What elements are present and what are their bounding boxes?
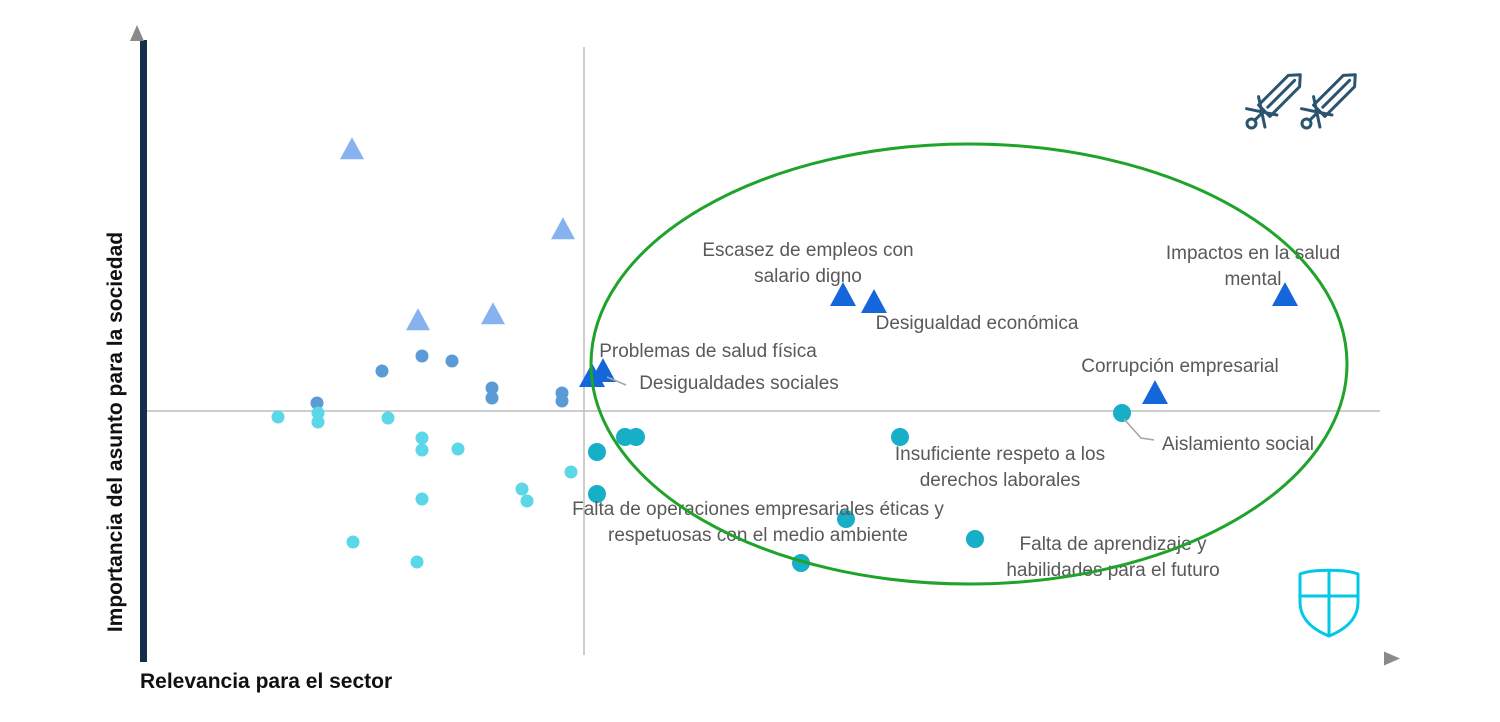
chart-frame bbox=[130, 25, 1400, 666]
marker-blue-dots bbox=[415, 349, 429, 363]
marker-light-blue-triangles bbox=[551, 217, 575, 240]
marker-teal-dots bbox=[627, 428, 645, 446]
shield-cross-icon bbox=[1298, 568, 1360, 638]
marker-light-cyan-dots bbox=[520, 494, 534, 508]
marker-blue-dots bbox=[375, 364, 389, 378]
marker-light-blue-triangles bbox=[340, 137, 364, 160]
marker-teal-dots bbox=[588, 485, 606, 503]
x-axis-label: Relevancia para el sector bbox=[140, 670, 393, 693]
marker-teal-dots bbox=[588, 443, 606, 461]
marker-dark-blue-triangles bbox=[830, 282, 856, 307]
marker-light-cyan-dots bbox=[451, 442, 465, 456]
data-points bbox=[271, 137, 1298, 572]
marker-blue-dots bbox=[485, 381, 499, 395]
marker-light-cyan-dots bbox=[564, 465, 578, 479]
x-axis-arrow-icon bbox=[1384, 651, 1400, 666]
marker-light-cyan-dots bbox=[415, 492, 429, 506]
marker-light-cyan-dots bbox=[311, 415, 325, 429]
marker-light-cyan-dots bbox=[381, 411, 395, 425]
marker-teal-dots bbox=[891, 428, 909, 446]
marker-light-blue-triangles bbox=[406, 308, 430, 331]
crossed-swords-icon bbox=[1245, 73, 1357, 130]
quadrant-lines bbox=[147, 47, 1380, 655]
marker-blue-dots bbox=[310, 396, 324, 410]
marker-light-cyan-dots bbox=[515, 482, 529, 496]
marker-light-cyan-dots bbox=[415, 431, 429, 445]
marker-dark-blue-triangles bbox=[1272, 282, 1298, 307]
marker-teal-dots bbox=[837, 510, 855, 528]
marker-dark-blue-triangles bbox=[861, 289, 887, 314]
marker-light-cyan-dots bbox=[410, 555, 424, 569]
marker-light-cyan-dots bbox=[346, 535, 360, 549]
y-axis-arrow-icon bbox=[130, 25, 144, 41]
marker-dark-blue-triangles bbox=[1142, 380, 1168, 405]
marker-light-cyan-dots bbox=[415, 443, 429, 457]
marker-teal-dots bbox=[792, 554, 810, 572]
label-connector-line bbox=[1123, 418, 1155, 441]
marker-blue-dots bbox=[445, 354, 459, 368]
marker-light-blue-triangles bbox=[481, 302, 505, 325]
label-connectors bbox=[606, 376, 1155, 441]
marker-blue-dots bbox=[555, 394, 569, 408]
marker-blue-dots bbox=[485, 391, 499, 405]
marker-light-cyan-dots bbox=[271, 410, 285, 424]
marker-light-cyan-dots bbox=[311, 406, 325, 420]
marker-teal-dots bbox=[966, 530, 984, 548]
marker-teal-dots bbox=[1113, 404, 1131, 422]
